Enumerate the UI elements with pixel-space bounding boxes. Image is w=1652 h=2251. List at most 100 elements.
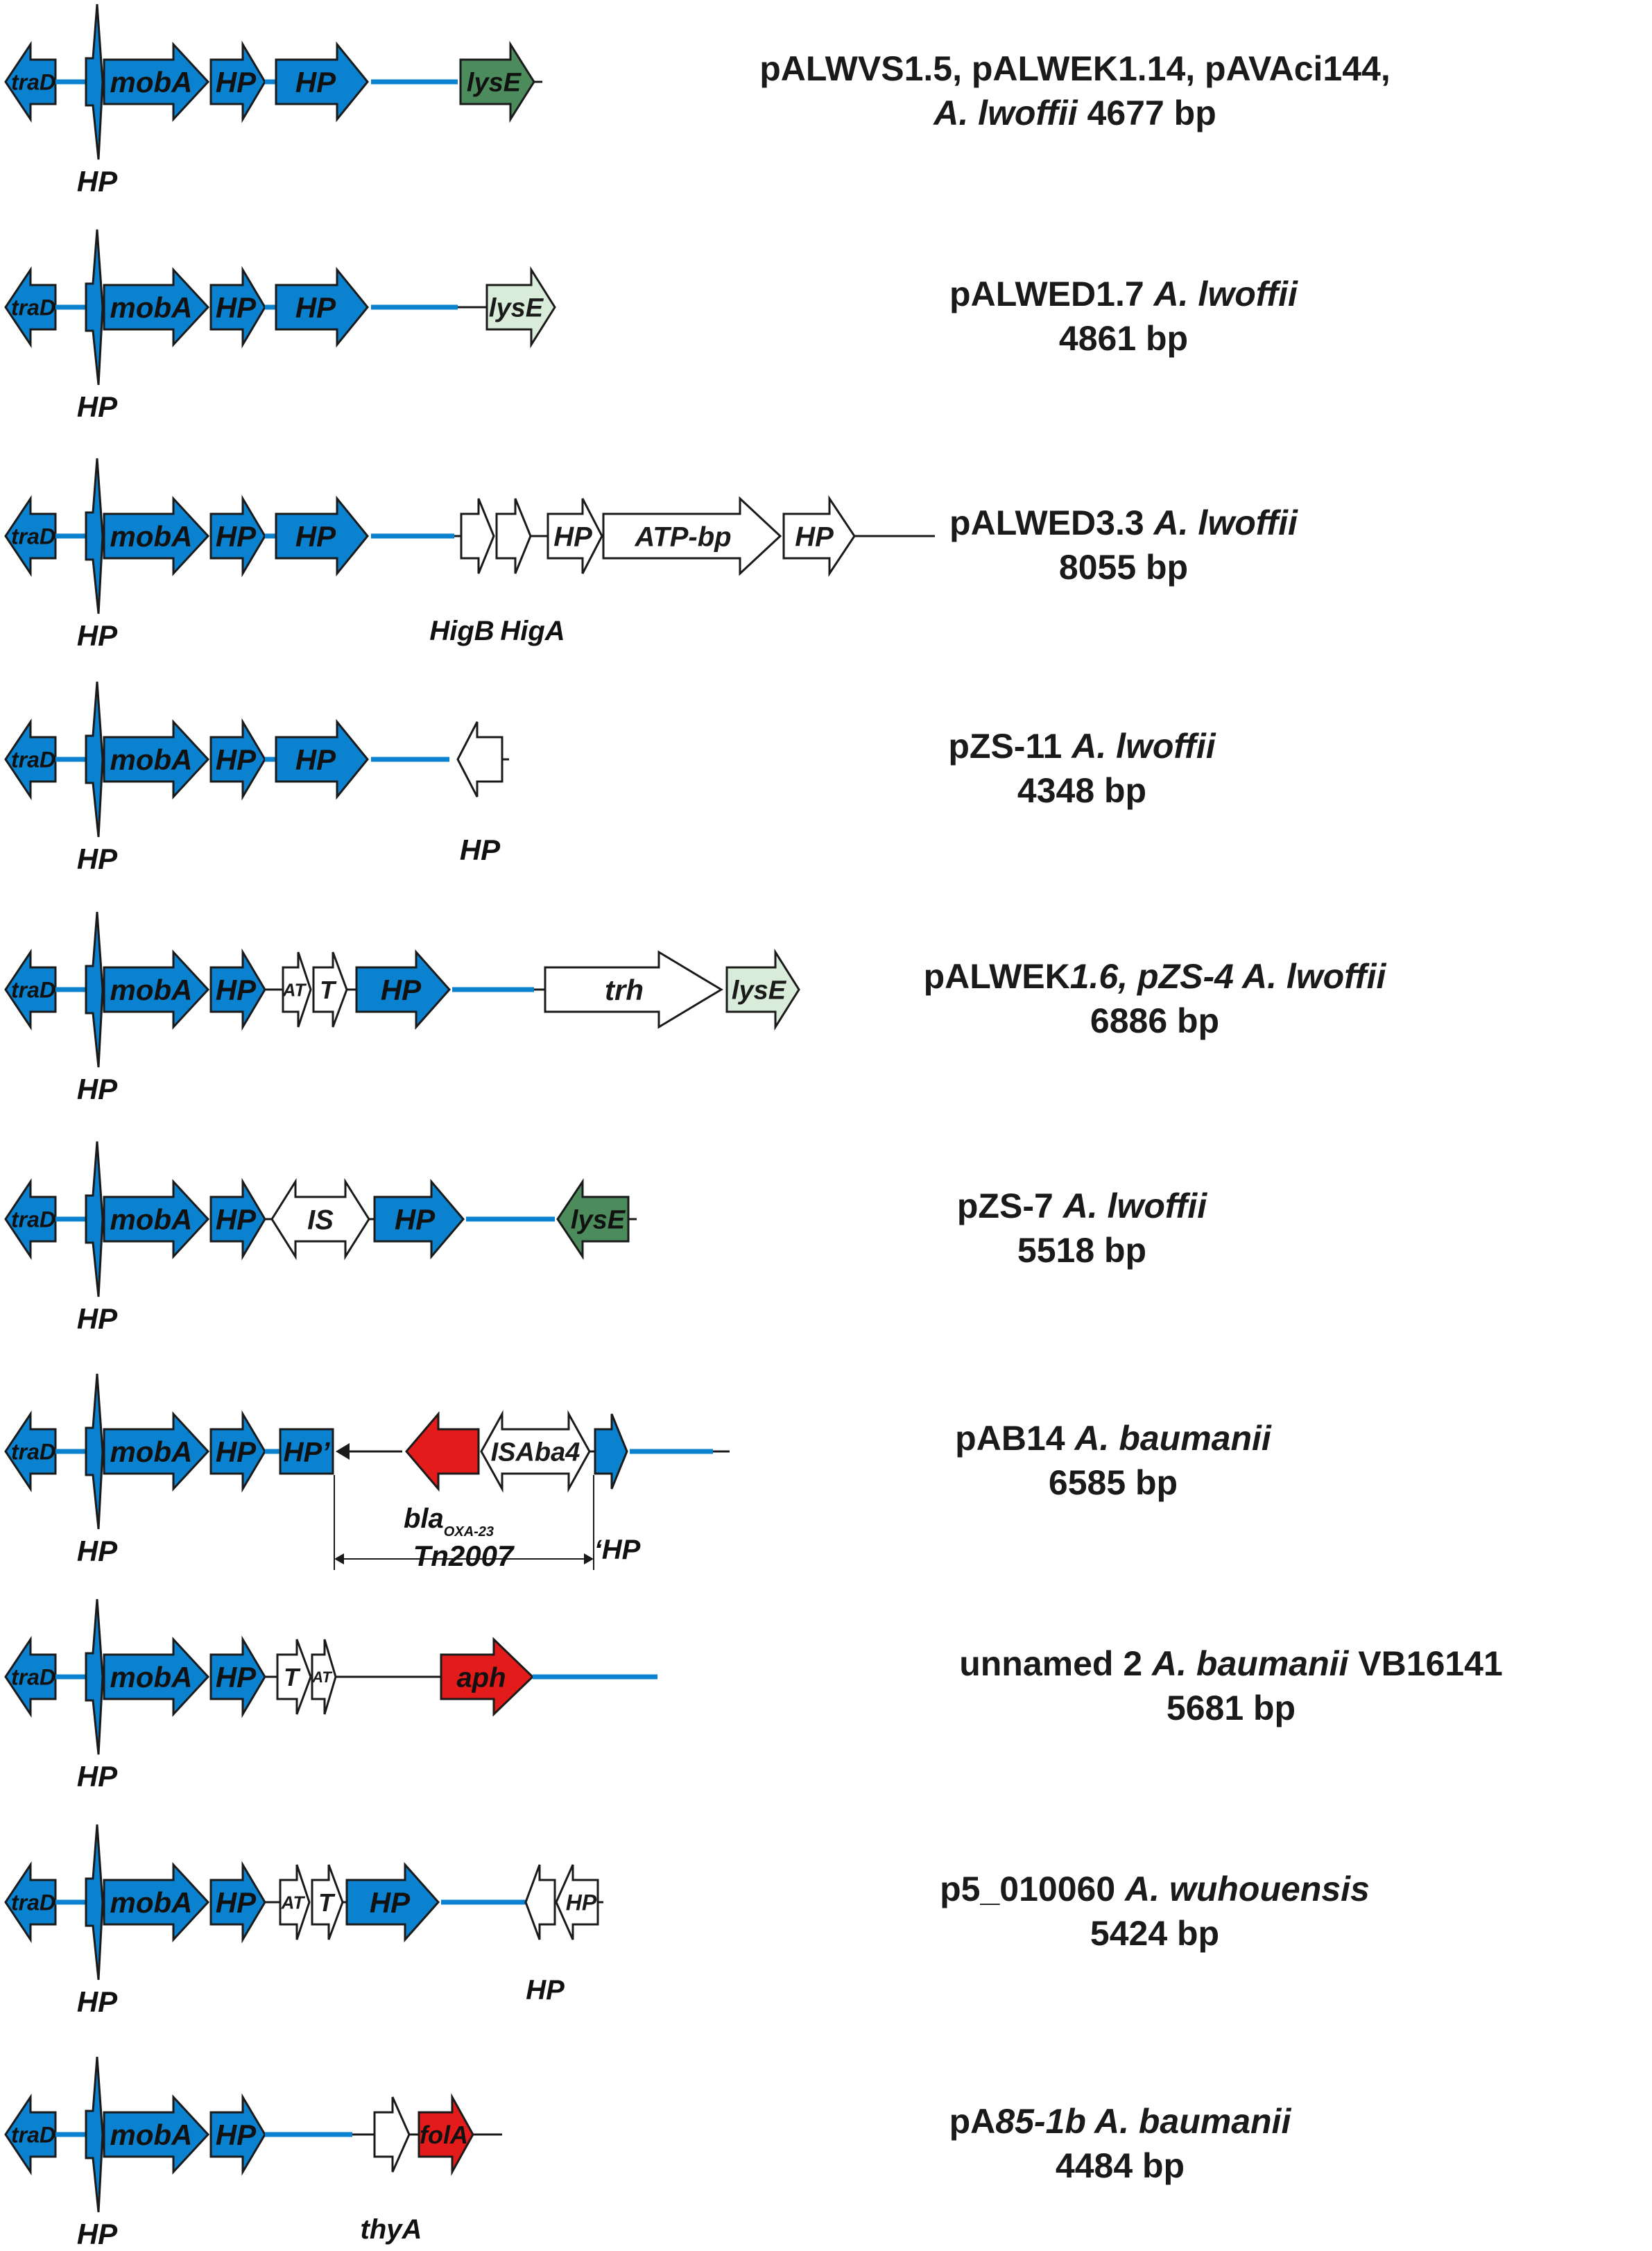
gene-hp (209, 948, 266, 1031)
gene-lysE-label: lysE (489, 294, 544, 323)
gene-traD-label: traD (11, 1665, 55, 1690)
gene-hp (355, 949, 451, 1030)
gene-hp (209, 40, 266, 123)
gene-trh-label: trh (605, 974, 644, 1006)
gene-hp-label: HP (370, 1886, 411, 1919)
caption-segment: A. lwoffii (1234, 957, 1387, 996)
gene-small-hp (85, 1141, 104, 1297)
gene-mobA-label: mobA (110, 743, 193, 776)
small-hp-label: HP (77, 1073, 118, 1105)
gene-lysE (485, 266, 556, 349)
gene-t-label: T (284, 1663, 301, 1691)
gene-hp (209, 1861, 266, 1944)
gene-lysE (725, 948, 800, 1031)
gene-hp-reverse (456, 721, 504, 797)
small-hp-label: HP (77, 843, 118, 875)
small-hp-label: HP (77, 1985, 118, 2018)
gene-mobA-label: mobA (110, 520, 193, 553)
plasmid-caption-line: 6886 bp (1090, 1001, 1219, 1040)
gene-hp (782, 495, 856, 577)
label-higB: HigB (429, 616, 494, 646)
label-hp: HP (460, 834, 501, 866)
caption-segment: A. wuhouensis (1124, 1870, 1370, 1908)
gene-mobA-label: mobA (110, 1661, 193, 1693)
gene-small-hp (85, 458, 104, 614)
gene-hp (209, 494, 266, 578)
caption-segment: 4348 bp (1017, 771, 1146, 810)
gene-traD-label: traD (11, 70, 55, 95)
plasmid-caption-line: 5681 bp (1167, 1689, 1296, 1727)
gene-folA (418, 2093, 474, 2176)
gene-aph-label: aph (456, 1662, 506, 1693)
caption-segment: pALWED3.3 (949, 503, 1153, 542)
caption-segment: A. lwoffii (1062, 1187, 1208, 1225)
gene-mobA-label: mobA (110, 1435, 193, 1468)
gene-lysE (459, 40, 535, 123)
gene-hp-label: HP (795, 521, 834, 552)
gene-lysE-label: lysE (571, 1206, 626, 1235)
gene-t-label: T (320, 976, 337, 1004)
label-tn2007: Tn2007 (413, 1540, 515, 1572)
caption-segment: pALWED1.7 (949, 275, 1153, 313)
gene-hp-truncated-label: HP’ (284, 1437, 331, 1467)
caption-segment: A. baumanii (1073, 1419, 1271, 1458)
gene-traD (4, 266, 57, 348)
gene-hp-partial (594, 1413, 628, 1490)
gene-lysE (556, 1178, 630, 1260)
caption-segment: 5518 bp (1017, 1231, 1146, 1270)
gene-folA-label: folA (420, 2121, 468, 2149)
gene-traD-label: traD (11, 295, 55, 320)
gene-traD-label: traD (11, 1890, 55, 1915)
arrowhead (336, 1443, 350, 1460)
gene-lysE-label: lysE (732, 976, 787, 1006)
tn-arrow-right (584, 1553, 594, 1564)
caption-segment: pALWEK (924, 957, 1070, 996)
gene-mobA (103, 1411, 210, 1492)
gene-t (311, 1864, 344, 1940)
gene-atp-bp (602, 496, 782, 576)
small-hp-label: HP (77, 1302, 118, 1335)
gene-hp-label: HP (216, 291, 257, 324)
gene-higB (460, 498, 495, 574)
gene-mobA (103, 719, 210, 800)
caption-segment: pALWVS1.5, pALWEK1.14, pAVAci144, (759, 49, 1391, 88)
gene-mobA-label: mobA (110, 1203, 193, 1236)
gene-at-label: AT (281, 1892, 306, 1913)
gene-traD (4, 2094, 57, 2175)
gene-hp-label: HP (395, 1203, 436, 1236)
small-hp-label: HP (77, 1535, 118, 1567)
caption-segment: pZS-7 (957, 1187, 1063, 1225)
plasmid-caption-line: 6585 bp (1049, 1463, 1178, 1502)
gene-mobA (103, 1179, 210, 1259)
gene-mobA-label: mobA (110, 974, 193, 1006)
label-hp-partial: ‘HP (594, 1535, 641, 1565)
gene-blaOXA-23 (405, 1411, 480, 1492)
plasmid-caption-line: 4861 bp (1059, 319, 1188, 358)
gene-hp-reverse (555, 1864, 599, 1940)
gene-hp-label: HP (295, 291, 336, 324)
gene-hp (209, 266, 266, 349)
gene-t (312, 951, 348, 1028)
gene-hp (275, 41, 369, 123)
gene-at (279, 1864, 311, 1940)
gene-higA (495, 498, 532, 574)
gene-mobA (103, 1862, 210, 1942)
caption-segment: 8055 bp (1059, 548, 1188, 587)
gene-aph (440, 1637, 535, 1717)
caption-segment: pZS-11 (948, 727, 1072, 766)
gene-mobA (103, 1637, 210, 1717)
gene-mobA-label: mobA (110, 291, 193, 324)
gene-hp (209, 718, 266, 801)
gene-hp-label: HP (216, 743, 257, 776)
gene-is-label: IS (307, 1205, 334, 1235)
gene-small-hp (85, 911, 104, 1068)
gene-traD (4, 1411, 57, 1492)
